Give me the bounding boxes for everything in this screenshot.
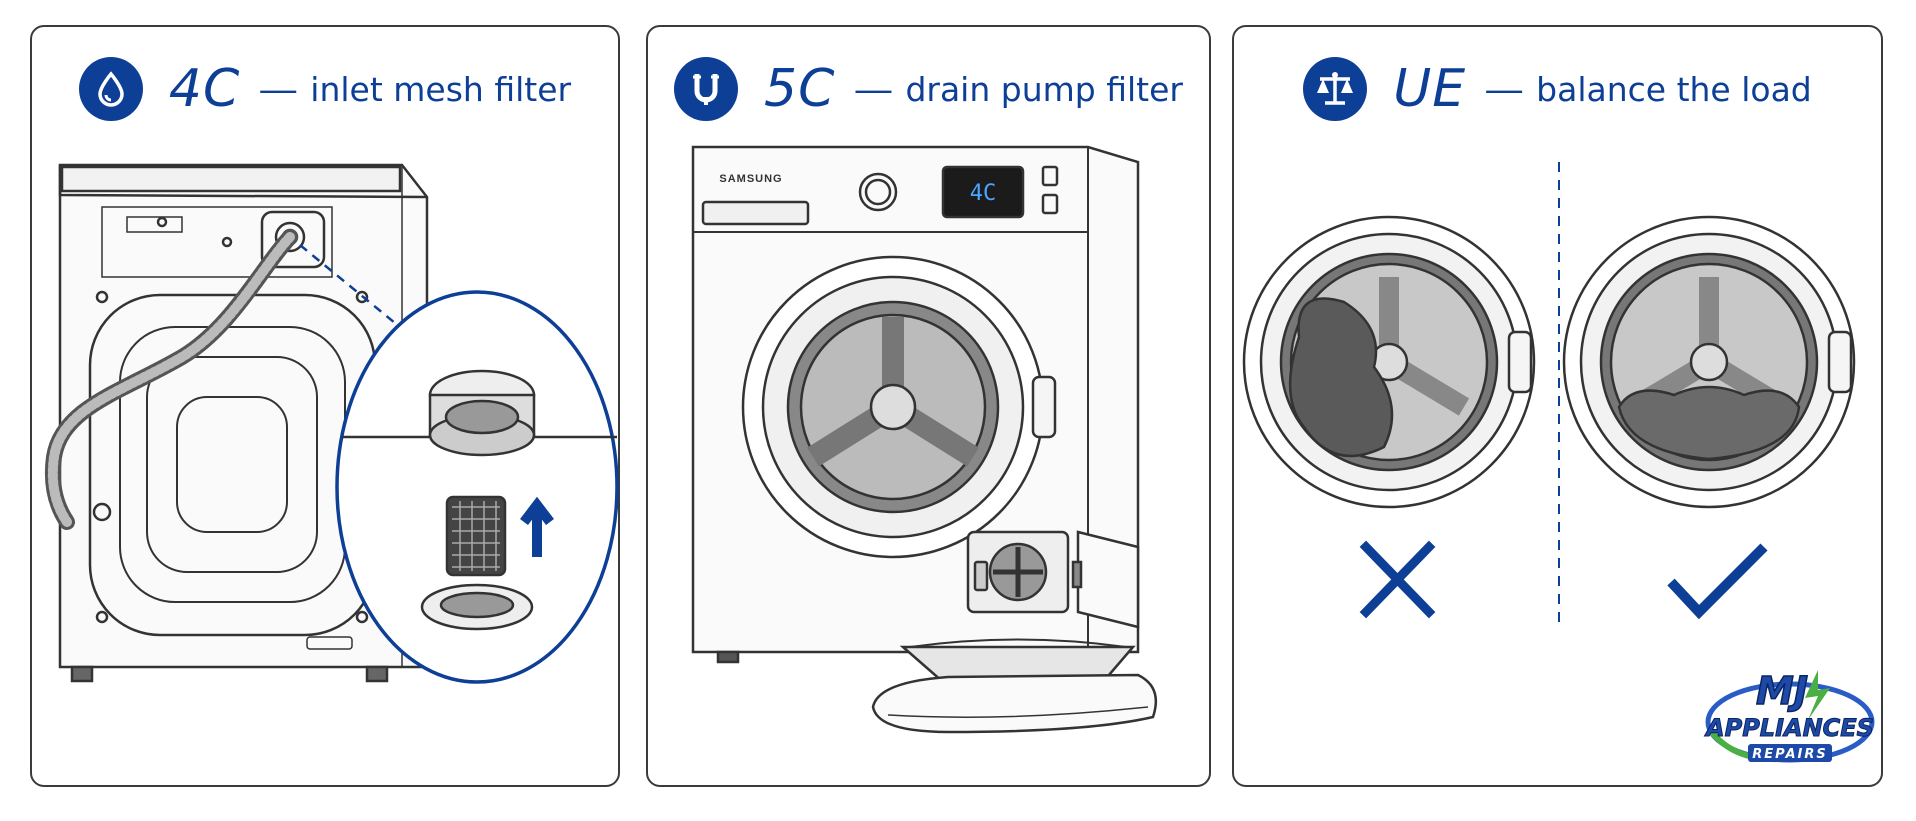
drain-pipe-icon xyxy=(674,57,739,121)
error-code: 5C xyxy=(764,59,836,119)
logo-line2: APPLIANCES xyxy=(1704,714,1874,742)
unbalanced-drum xyxy=(1242,215,1536,509)
logo-line3: REPAIRS xyxy=(1752,747,1828,762)
drum-comparison-illustration xyxy=(1242,162,1856,627)
panel-header: 5C — drain pump filter xyxy=(648,57,1209,121)
cross-icon xyxy=(1359,540,1436,619)
washer-back-illustration xyxy=(44,163,619,684)
water-drop-icon xyxy=(78,57,143,121)
separator-dash: — xyxy=(1486,68,1523,109)
error-description: drain pump filter xyxy=(905,69,1183,109)
display-code: 4C xyxy=(970,181,997,206)
panel-header: 4C — inlet mesh filter xyxy=(32,57,618,121)
machine-brand: SAMSUNG xyxy=(719,173,782,185)
logo-line1: MJ xyxy=(1756,669,1808,713)
scales-icon xyxy=(1303,57,1368,121)
washer-front-illustration: SAMSUNG 4C xyxy=(691,145,1158,734)
panel-5c-drain-filter: 5C — drain pump filter xyxy=(646,25,1211,787)
balanced-drum xyxy=(1562,215,1856,509)
separator-dash: — xyxy=(260,68,297,109)
check-icon xyxy=(1667,543,1768,620)
error-code: 4C xyxy=(168,59,241,119)
panel-4c-inlet-filter: 4C — inlet mesh filter xyxy=(30,25,620,787)
error-description: inlet mesh filter xyxy=(310,69,572,109)
panel-ue-balance-load: UE — balance the load xyxy=(1232,25,1883,787)
error-code: UE xyxy=(1393,59,1467,119)
panel-header: UE — balance the load xyxy=(1234,57,1881,121)
brand-logo: MJ APPLIANCES REPAIRS xyxy=(1700,660,1880,775)
separator-dash: — xyxy=(855,68,892,109)
error-description: balance the load xyxy=(1536,69,1812,109)
